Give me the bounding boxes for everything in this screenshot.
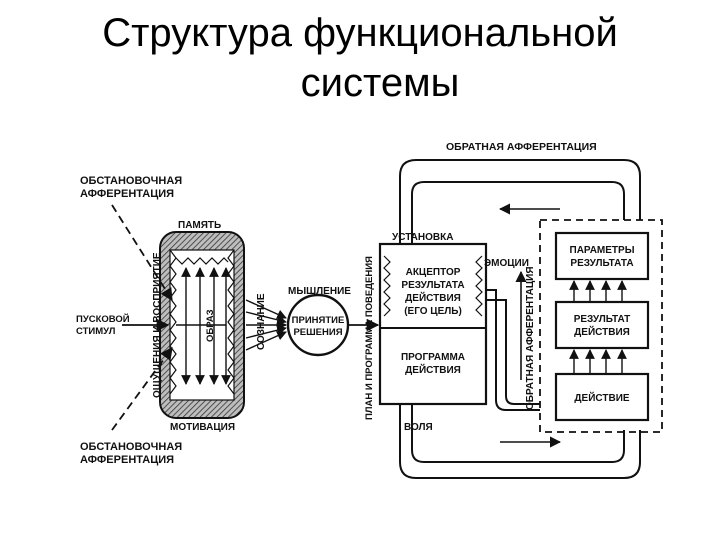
pamyat-label: ПАМЯТЬ xyxy=(178,220,221,231)
parametry-label-2: РЕЗУЛЬТАТА xyxy=(570,258,633,269)
afferentation-bottom-line xyxy=(111,346,173,431)
acceptor-zigzag-right xyxy=(475,255,483,317)
obraz-label: ОБРАЗ xyxy=(205,309,216,342)
akceptor-label-3: ДЕЙСТВИЯ xyxy=(405,291,461,304)
motivatsiya-label: МОТИВАЦИЯ xyxy=(170,422,235,433)
title-line-1: Структура функциональной xyxy=(102,11,618,55)
zigzag-left xyxy=(169,249,177,395)
prinyatie-label-1: ПРИНЯТИЕ xyxy=(292,315,345,326)
obstanovochnaya-top-label-1: ОБСТАНОВОЧНАЯ xyxy=(80,175,182,187)
emotsii-label: ЭМОЦИИ xyxy=(484,258,529,269)
parametry-label-1: ПАРАМЕТРЫ xyxy=(570,245,635,256)
afferentation-top-line xyxy=(111,204,173,302)
central-block xyxy=(378,242,488,406)
action-to-result-arrows xyxy=(569,349,627,373)
deystvie-label: ДЕЙСТВИЕ xyxy=(574,391,629,404)
akceptor-label-1: АКЦЕПТОР xyxy=(406,267,461,278)
decision-circle xyxy=(286,293,350,357)
page-title: Структура функциональной системы xyxy=(0,8,720,108)
oshchushcheniya-label: ОЩУЩЕНИЯ И ВОСПРИЯТИЕ xyxy=(152,252,163,398)
params-box xyxy=(554,231,650,281)
rezultat-label-1: РЕЗУЛЬТАТ xyxy=(574,314,631,325)
programma-label-1: ПРОГРАММА xyxy=(401,352,465,363)
akceptor-label-4: (ЕГО ЦЕЛЬ) xyxy=(404,306,462,317)
effector-dashed-box xyxy=(539,219,663,433)
programma-label-2: ДЕЙСТВИЯ xyxy=(405,363,461,376)
puskovoy-label-2: СТИМУЛ xyxy=(76,326,116,337)
zigzag-top xyxy=(175,257,229,265)
plan-label: ПЛАН И ПРОГРАММА ПОВЕДЕНИЯ xyxy=(364,256,375,420)
volya-label: ВОЛЯ xyxy=(404,422,433,433)
soznanie-label: СОЗНАНИЕ xyxy=(256,293,267,350)
feedback-loop xyxy=(399,159,641,479)
obstanovochnaya-top-label-2: АФФЕРЕНТАЦИЯ xyxy=(80,188,174,200)
result-box xyxy=(554,300,650,350)
obstanovochnaya-bottom-label-2: АФФЕРЕНТАЦИЯ xyxy=(80,454,174,466)
rezultat-label-2: ДЕЙСТВИЯ xyxy=(574,325,630,338)
memory-motivation-block xyxy=(159,231,245,419)
action-box xyxy=(554,372,650,422)
obstanovochnaya-bottom-label-1: ОБСТАНОВОЧНАЯ xyxy=(80,441,182,453)
myshlenie-label: МЫШЛЕНИЕ xyxy=(288,286,351,297)
acceptor-zigzag-left xyxy=(383,255,391,317)
result-to-params-arrows xyxy=(569,280,627,301)
title-line-2: системы xyxy=(300,61,460,105)
ustanovka-label: УСТАНОВКА xyxy=(392,232,453,243)
obratnaya-vertical-label: ОБРАТНАЯ АФФЕРЕНТАЦИЯ xyxy=(525,266,536,410)
puskovoy-label-1: ПУСКОВОЙ xyxy=(76,313,130,325)
arrows-to-decision xyxy=(245,299,287,351)
prinyatie-label-2: РЕШЕНИЯ xyxy=(293,327,342,338)
obratnaya-top-label: ОБРАТНАЯ АФФЕРЕНТАЦИЯ xyxy=(446,141,597,153)
akceptor-label-2: РЕЗУЛЬТАТА xyxy=(401,280,464,291)
